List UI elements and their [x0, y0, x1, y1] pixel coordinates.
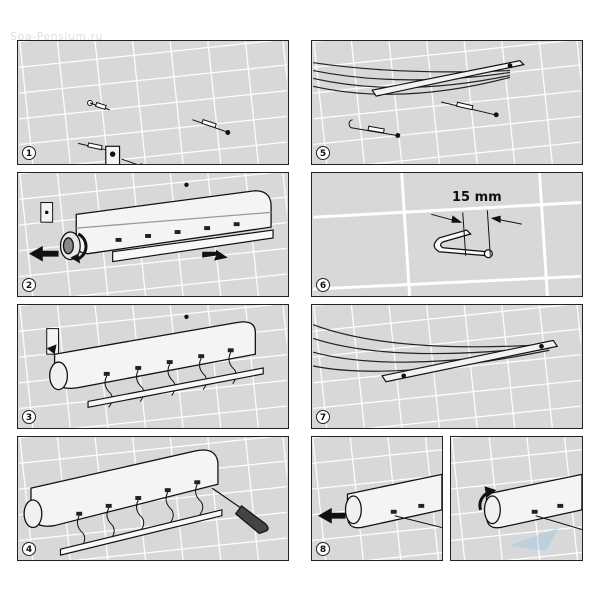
screwdriver-icon	[211, 487, 269, 535]
hook-screw-icon	[348, 119, 401, 138]
front-bar	[112, 229, 274, 263]
rotate-arrow-icon	[75, 232, 88, 262]
end-cap-knob	[49, 361, 69, 391]
front-bar	[59, 509, 223, 556]
wall-drill-illustration	[19, 41, 287, 164]
step-panel-6: 15 mm 6	[311, 172, 583, 297]
end-cap-knob	[483, 495, 501, 525]
end-cap-knob	[23, 499, 43, 529]
line-clips	[115, 222, 240, 242]
pull-arrow-icon	[29, 245, 228, 262]
mount-arrow-icon	[46, 344, 57, 355]
step-panel-4: 4	[17, 436, 289, 561]
step-number-badge: 8	[316, 542, 330, 556]
hook-bar-icon	[371, 60, 525, 97]
line-clips	[103, 348, 234, 376]
step-number-badge: 4	[22, 542, 36, 556]
hook-bar-icon	[381, 339, 559, 383]
screw-fix-illustration	[19, 437, 287, 560]
pull-knob-illustration	[312, 437, 442, 560]
line-hook-illustration	[313, 41, 581, 164]
mount-unit-illustration	[19, 305, 287, 428]
wall-plug-icon-2	[192, 119, 231, 135]
step-number-badge: 6	[316, 278, 330, 292]
line-clips	[76, 480, 201, 516]
step-panel-2: 2	[17, 172, 289, 297]
step-number-badge: 2	[22, 278, 36, 292]
hook-spacing-illustration	[313, 173, 581, 296]
step-panel-5: 5	[311, 40, 583, 165]
step-number-badge: 7	[316, 410, 330, 424]
end-cap-knob	[59, 231, 81, 261]
lines-attached-illustration	[312, 305, 581, 428]
unit-opening-illustration	[19, 173, 287, 296]
step-panel-8: 8	[311, 436, 443, 561]
rotate-knob-illustration	[451, 437, 582, 560]
step-number-badge: 3	[22, 410, 36, 424]
watermark-text: Spa-Pensium.ru	[10, 30, 104, 43]
logo-watermark	[510, 527, 560, 552]
spacing-dimension-label: 15 mm	[452, 190, 502, 205]
step-panel-9	[450, 436, 583, 561]
end-cap-knob	[344, 495, 362, 525]
screw-icon	[121, 158, 143, 164]
screw-plug-icon	[440, 101, 499, 118]
measurement-lines	[431, 210, 522, 256]
step-panel-3: 3	[17, 304, 289, 429]
step-number-badge: 5	[316, 146, 330, 160]
hook-icon	[433, 229, 493, 259]
step-panel-7: 7	[311, 304, 583, 429]
front-bar	[87, 367, 264, 409]
step-number-badge: 1	[22, 146, 36, 160]
clothes-lines	[76, 484, 204, 548]
bracket-icon	[105, 145, 121, 164]
step-panel-1: 1	[17, 40, 289, 165]
